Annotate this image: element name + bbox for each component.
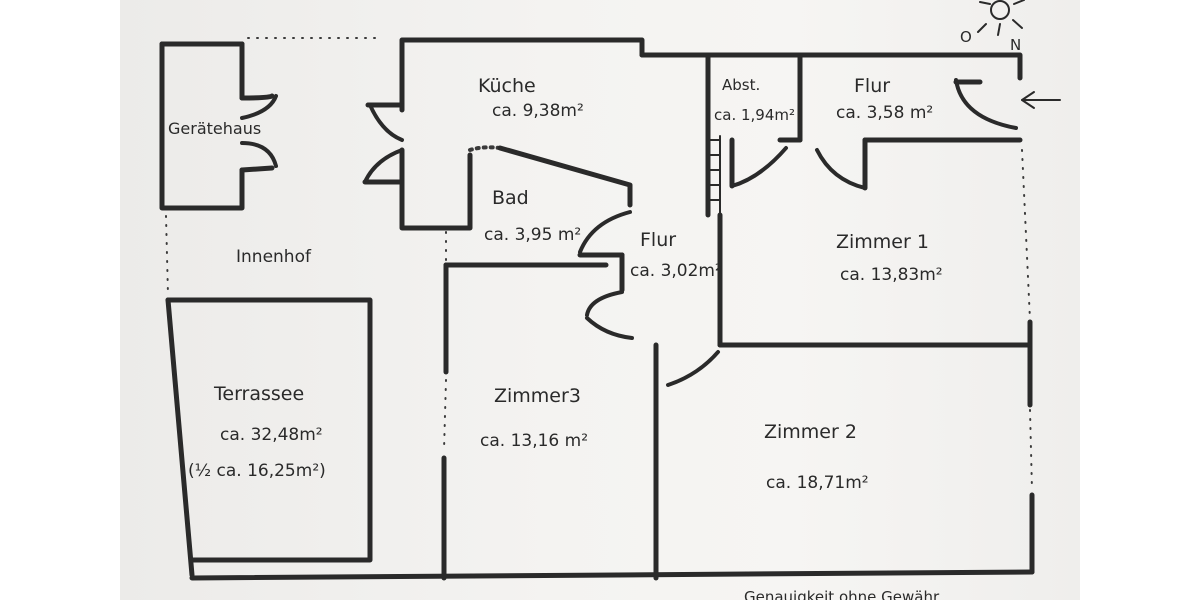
courtyard-dotted-boundary (165, 215, 169, 296)
room3-area: ca. 13,16 m² (480, 431, 588, 451)
accuracy-note: Genauigkeit ohne Gewähr (744, 588, 940, 600)
east-dotted-boundary (1021, 149, 1031, 321)
kitchen-name: Küche (478, 75, 536, 97)
terrace-walls (165, 297, 373, 578)
room3-name: Zimmer3 (494, 385, 581, 407)
shed-label: Gerätehaus (168, 119, 261, 138)
stairs-icon (707, 135, 721, 216)
storage-area: ca. 1,94m² (714, 106, 795, 124)
room3-dotted-opening (443, 379, 447, 451)
room1-area: ca. 13,83m² (840, 265, 943, 285)
kitchen-area: ca. 9,38m² (492, 101, 584, 121)
kitchen-walls (362, 37, 645, 231)
bathroom-name: Bad (492, 187, 529, 209)
bathroom-walls (497, 145, 633, 258)
terrace-half-area: (½ ca. 16,25m²) (188, 461, 326, 481)
room1-name: Zimmer 1 (836, 231, 929, 253)
room2-area: ca. 18,71m² (766, 473, 869, 493)
center-hall-walls (585, 212, 1033, 387)
room3-walls (441, 262, 659, 581)
compass-north: N (1010, 36, 1021, 54)
terrace-name: Terrassee (213, 383, 304, 405)
sun-icon (977, 0, 1025, 36)
north-walls (639, 52, 1023, 218)
compass-east: O (960, 28, 972, 46)
bathroom-area: ca. 3,95 m² (484, 225, 581, 245)
paper-sheet: Gerätehaus Küche ca. 9,38m² Abst. ca. 1,… (120, 0, 1080, 600)
terrace-area: ca. 32,48m² (220, 425, 323, 445)
entrance-arrow-icon (1021, 91, 1061, 109)
south-wall (189, 569, 1035, 581)
room2-dotted-opening (1029, 409, 1033, 491)
courtyard-label: Innenhof (236, 247, 312, 267)
center-hall-area: ca. 3,02m² (630, 261, 722, 281)
center-hall-name: Flur (640, 229, 676, 251)
floor-plan: Gerätehaus Küche ca. 9,38m² Abst. ca. 1,… (159, 0, 1061, 600)
entry-hall-area: ca. 3,58 m² (836, 103, 933, 123)
shed-walls (159, 41, 278, 211)
room2-name: Zimmer 2 (764, 421, 857, 443)
room2-walls (1027, 319, 1035, 575)
entry-hall-name: Flur (854, 75, 890, 97)
storage-name: Abst. (722, 76, 760, 94)
